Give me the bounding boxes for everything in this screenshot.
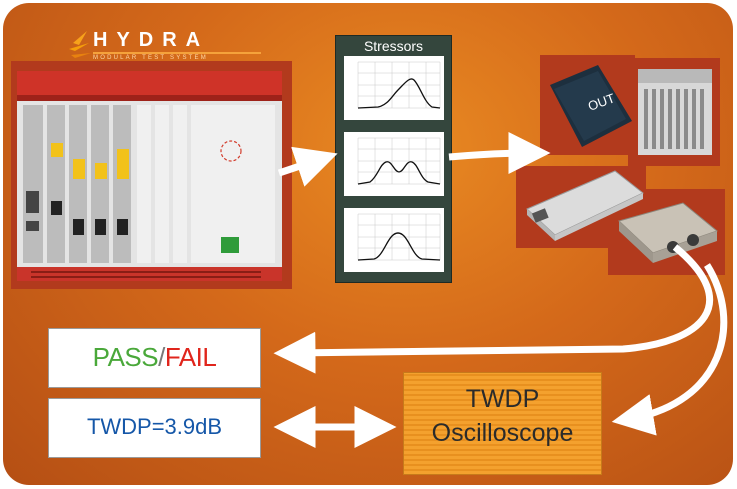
router-chassis-image — [638, 69, 712, 155]
twdp-result-box: TWDP=3.9dB — [48, 398, 261, 458]
stressors-title: Stressors — [363, 38, 424, 54]
stressor-plot-1 — [344, 56, 444, 120]
flow-arrows — [273, 132, 728, 448]
stressor-plot-3 — [344, 208, 444, 272]
twdp-oscilloscope-box: TWDP Oscilloscope — [403, 372, 602, 475]
ic-chip-image: OUT — [550, 65, 632, 147]
diagram-background: HYDRA MODULAR TEST SYSTEM — [3, 3, 733, 485]
xenpak-module-image — [618, 202, 719, 263]
sfp-transceiver-image — [526, 170, 644, 241]
logo-tagline: MODULAR TEST SYSTEM — [93, 55, 208, 61]
pass-fail-separator: / — [158, 342, 165, 372]
arrow-chassis-to-stressors — [277, 146, 338, 187]
hydra-logo: HYDRA MODULAR TEST SYSTEM — [65, 21, 265, 67]
oscilloscope-line-2: Oscilloscope — [431, 419, 574, 447]
stressor-plot-2 — [344, 132, 444, 196]
fail-label: FAIL — [164, 342, 217, 372]
arrow-stressors-to-devices — [448, 132, 551, 175]
oscilloscope-line-1: TWDP — [465, 385, 540, 413]
pass-fail-text: PASS/FAIL — [49, 342, 260, 373]
hydra-flame-icon — [69, 31, 91, 58]
pass-fail-box: PASS/FAIL — [48, 328, 261, 388]
logo-divider — [93, 52, 261, 54]
twdp-value: TWDP=3.9dB — [86, 414, 223, 439]
hydra-chassis-image — [17, 71, 282, 281]
pass-label: PASS — [92, 342, 159, 372]
arrow-devices-to-pass-fail — [273, 244, 714, 374]
arrow-devices-to-oscilloscope — [611, 263, 728, 436]
logo-name: HYDRA — [93, 29, 210, 51]
